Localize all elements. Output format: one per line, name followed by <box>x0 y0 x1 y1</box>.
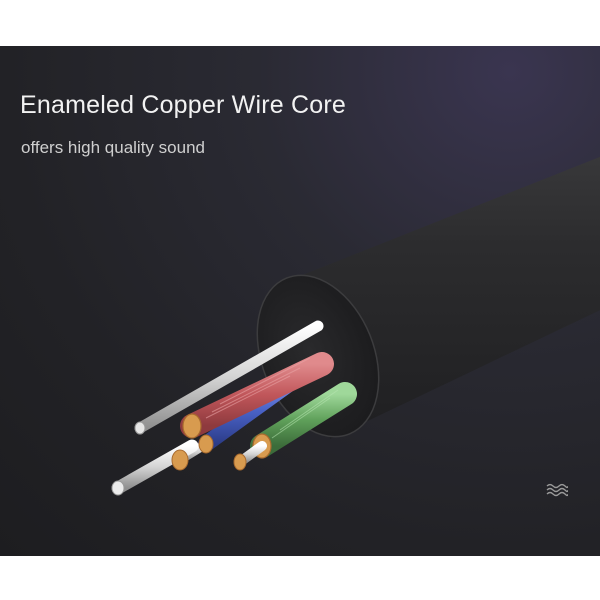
silver-strand-back <box>134 320 324 435</box>
page-subtitle: offers high quality sound <box>21 138 205 157</box>
cable-illustration <box>111 156 600 496</box>
page-title: Enameled Copper Wire Core <box>20 91 346 119</box>
cable-jacket <box>256 156 600 439</box>
silver-strand-front <box>111 439 199 496</box>
product-banner: Enameled Copper Wire Core offers high qu… <box>0 46 600 556</box>
red-wire <box>180 352 334 439</box>
green-wire <box>233 382 357 471</box>
wave-icon <box>546 483 568 497</box>
